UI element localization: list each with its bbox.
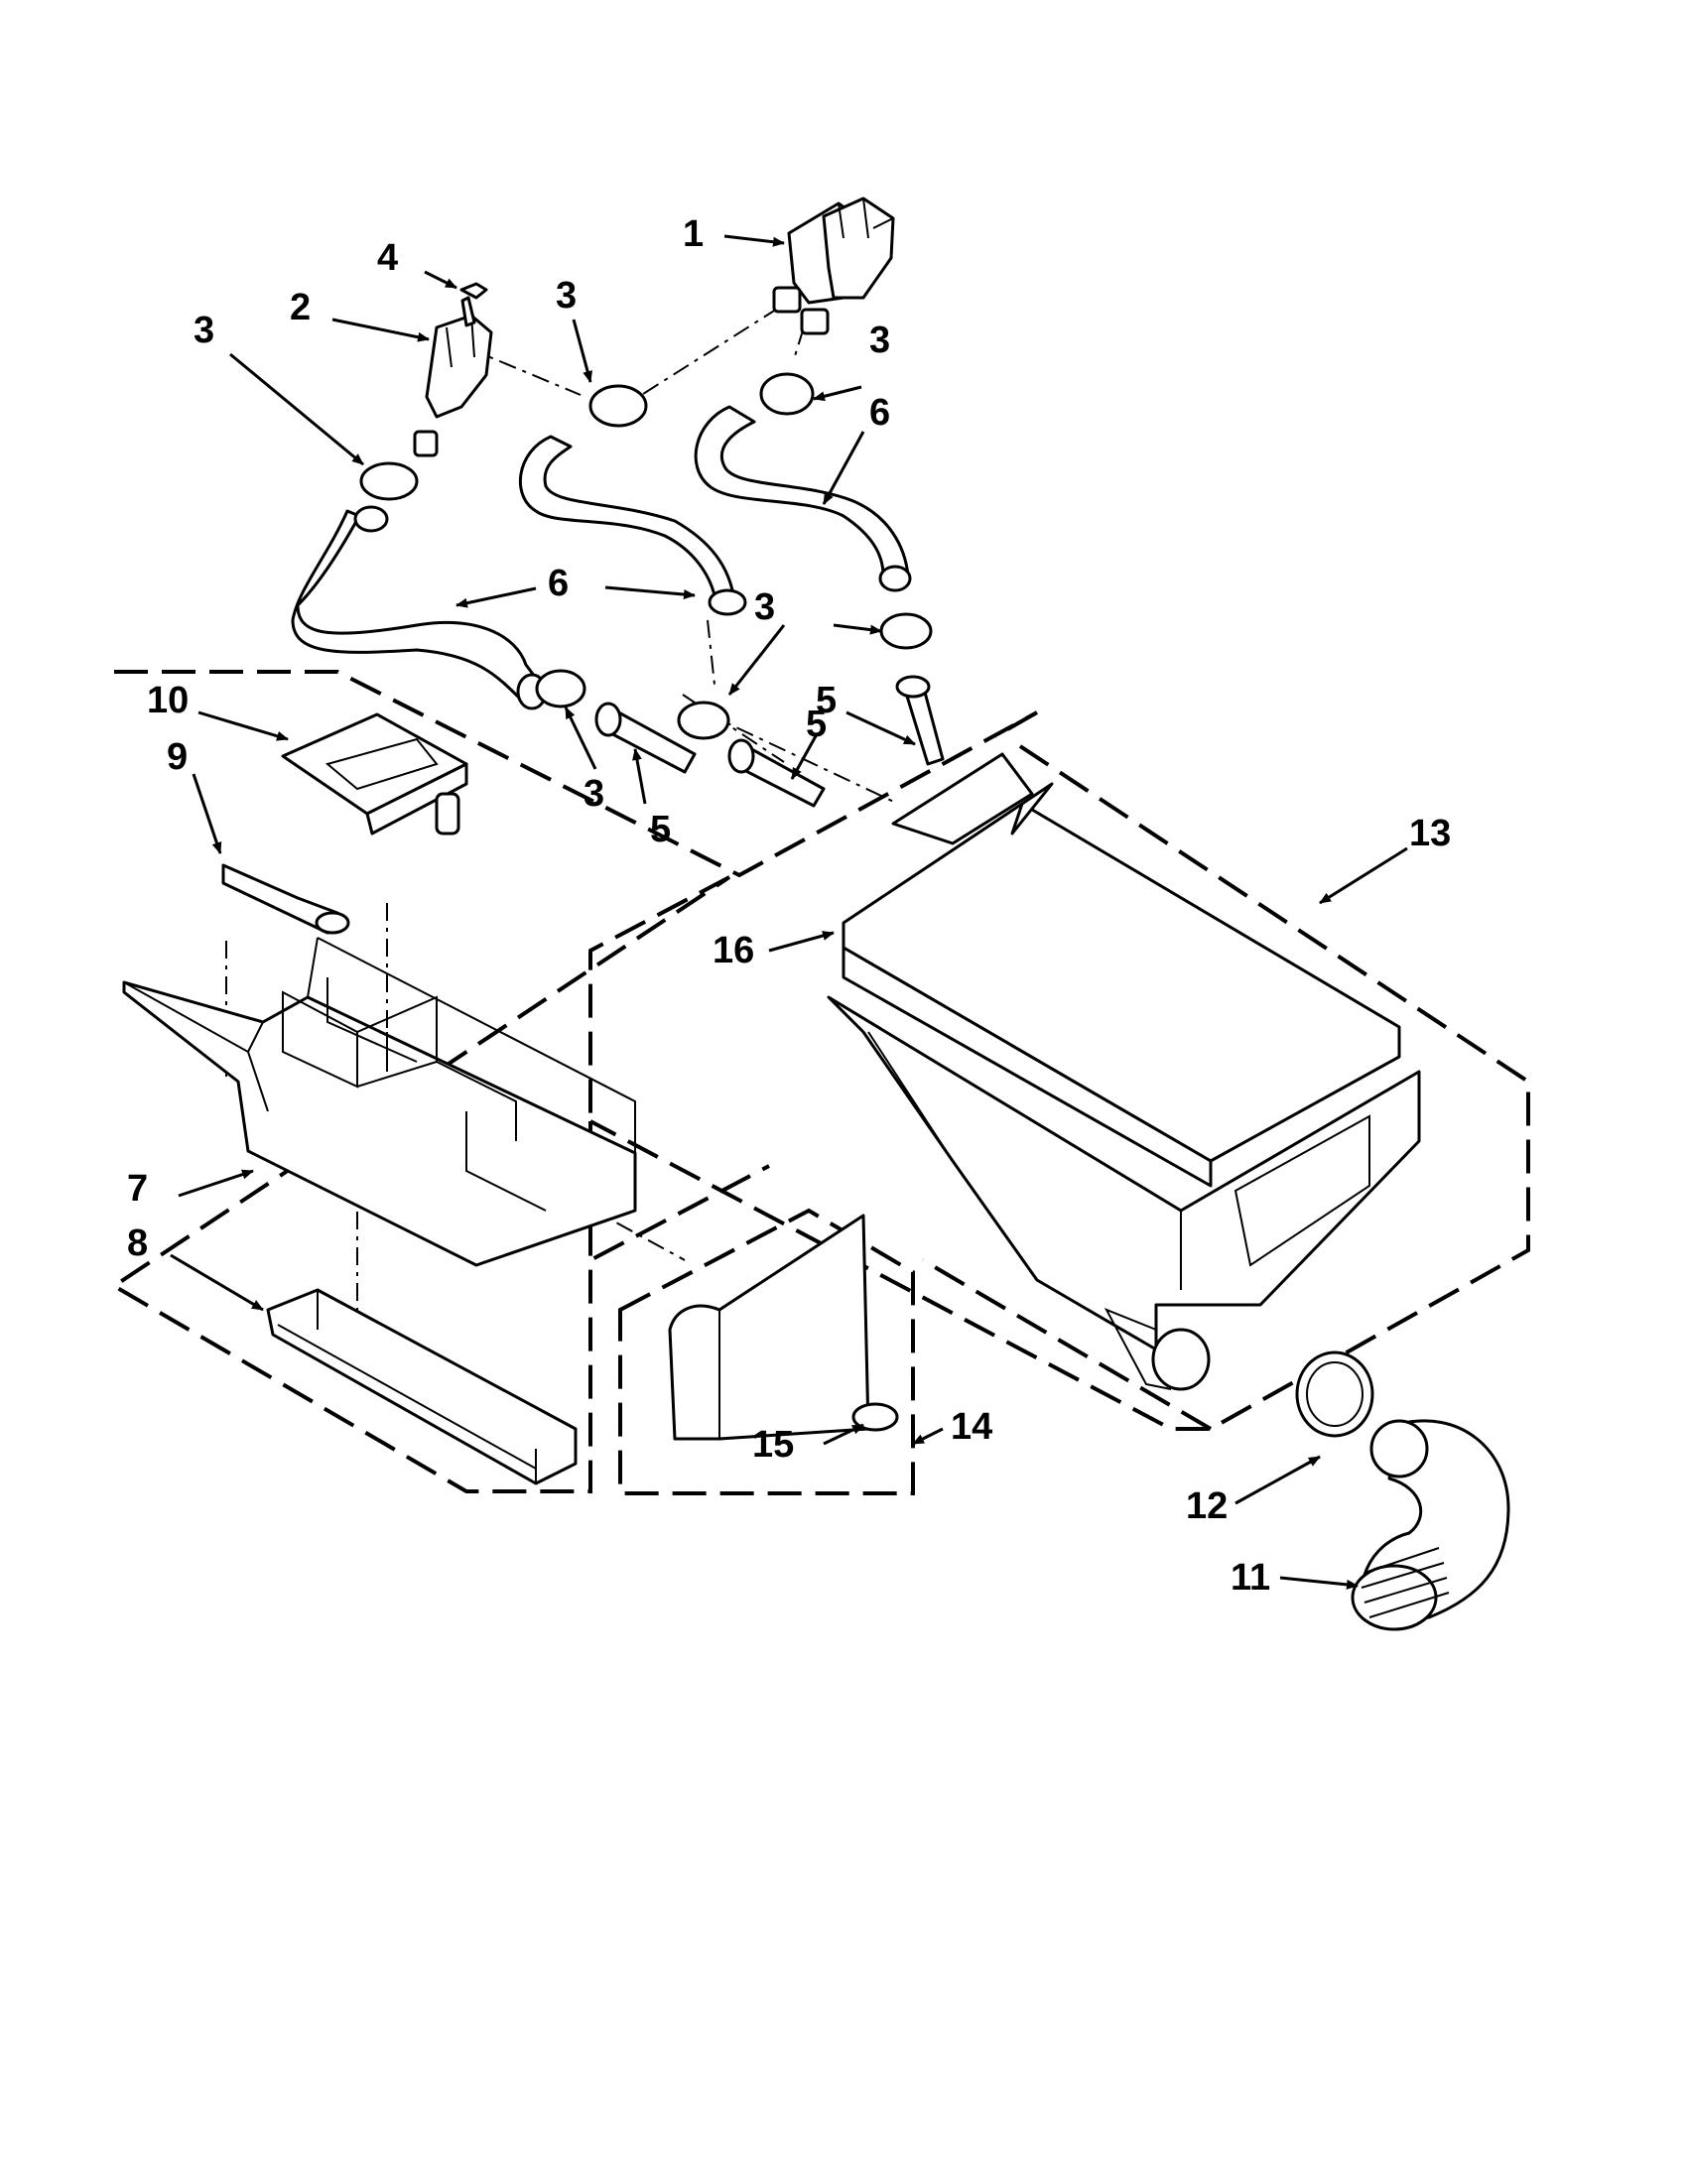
drawer-tray: [266, 1288, 578, 1485]
assembly-box-dispenser-housing: [589, 744, 1530, 1431]
assembly-box-dispenser-drawer: [110, 670, 1038, 1493]
callout-9: 9: [167, 736, 188, 778]
callout-5-right: 5: [816, 680, 837, 721]
cover-kit: [668, 1214, 899, 1441]
clamps: [359, 372, 933, 740]
callout-4: 4: [377, 237, 398, 279]
callout-5-middle: 5: [806, 704, 827, 745]
water-valve-double: [772, 196, 895, 335]
siphon: [221, 863, 350, 935]
callout-6-middle: 6: [548, 563, 569, 604]
callout-1: 1: [683, 213, 704, 255]
callout-3-middle: 3: [754, 586, 775, 628]
hose-left: [291, 505, 548, 710]
callout-7: 7: [127, 1168, 148, 1210]
callout-3-top-right: 3: [869, 320, 890, 361]
water-valve-single: [413, 314, 493, 457]
callout-labels: 1 2 3 4 3 3 6 6 3 3 5 3 5 5 10 9 7 8 13 …: [127, 213, 1451, 1599]
callout-6-right: 6: [869, 392, 890, 434]
callout-2: 2: [290, 287, 311, 328]
callout-11: 11: [1231, 1557, 1270, 1599]
dispenser-housing: [827, 752, 1421, 1391]
callout-14: 14: [951, 1406, 992, 1448]
screw: [459, 282, 488, 327]
callout-15: 15: [752, 1424, 794, 1466]
leader-lines: [170, 234, 1408, 1590]
dispenser-drawer: [122, 937, 637, 1267]
callout-3-lower-left: 3: [584, 773, 604, 815]
drain-hose: [1351, 1419, 1510, 1631]
assembly-box-dispenser-housing-left: [588, 1121, 1213, 1431]
callout-8: 8: [127, 1222, 148, 1264]
callout-13: 13: [1409, 813, 1451, 854]
drain-hose-clamp: [1295, 1350, 1374, 1438]
tubes: [594, 675, 945, 808]
assembly-box-cover-kit: [618, 1208, 915, 1495]
callout-10: 10: [147, 680, 189, 721]
hose-right: [694, 405, 912, 592]
callout-3-top-middle: 3: [556, 275, 577, 317]
callout-16: 16: [713, 930, 754, 971]
callout-12: 12: [1186, 1485, 1228, 1527]
callout-3-left: 3: [194, 310, 214, 351]
callout-5-left: 5: [650, 809, 671, 850]
siphon-cover: [281, 712, 468, 835]
hose-middle: [519, 435, 747, 616]
